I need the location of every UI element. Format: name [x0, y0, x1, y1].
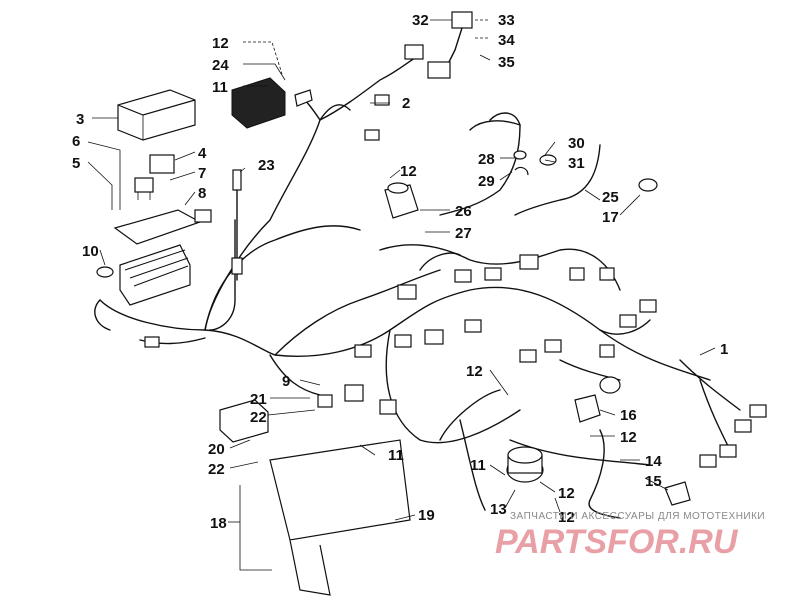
ring-clip: [638, 178, 658, 192]
main-harness: [94, 54, 741, 519]
leader-lines: [87, 19, 716, 571]
callout-32: 31: [568, 155, 585, 172]
callout-29: 28: [478, 151, 495, 168]
callout-22-b: 22: [208, 461, 225, 478]
callout-6: 6: [72, 133, 80, 150]
callout-13: 12: [558, 485, 575, 502]
starter-solenoid: [506, 446, 544, 483]
relay-mini: [134, 177, 154, 200]
callout-18: 17: [602, 209, 619, 226]
watermark: ЗАПЧАСТИ И АКСЕССУАРЫ ДЛЯ МОТОТЕХНИКИ PA…: [495, 511, 765, 561]
callout-36: 35: [498, 54, 515, 71]
callout-22-a: 21: [250, 391, 267, 408]
relay-pack: [219, 399, 269, 443]
callout-34: 33: [498, 12, 515, 29]
callout-33: 32: [412, 12, 429, 29]
fuse-strip: [113, 209, 202, 245]
callout-8: 8: [198, 185, 206, 202]
harness-connectors: [144, 94, 767, 468]
fuse-block: [119, 244, 191, 306]
callout-10: 10: [82, 243, 99, 260]
callout-20: 19: [418, 507, 435, 524]
callout-4: 4: [198, 145, 207, 162]
grommet: [513, 150, 557, 176]
ignition-coil: [384, 182, 419, 219]
callout-26: 25: [602, 189, 619, 206]
callout-30: 29: [478, 173, 495, 190]
sensor-probe: [231, 169, 243, 281]
callout-24: 23: [258, 157, 275, 174]
callout-12-d: 12: [620, 429, 637, 446]
callout-11-c: 11: [470, 457, 486, 474]
callout-3: 3: [76, 111, 84, 128]
callout-35: 34: [498, 32, 515, 49]
watermark-caption: ЗАПЧАСТИ И АКСЕССУАРЫ ДЛЯ МОТОТЕХНИКИ: [510, 511, 765, 522]
relay-small: [149, 154, 175, 174]
callout-11-a: 11: [212, 79, 228, 96]
callout-9: 9: [282, 373, 290, 390]
ground-boot: [664, 481, 691, 506]
callout-2: 2: [402, 95, 410, 112]
callout-14: 13: [490, 501, 507, 518]
callout-21: 20: [208, 441, 225, 458]
callout-1: 1: [720, 341, 728, 358]
callout-12-e: 12: [558, 509, 575, 526]
watermark-logo: PARTSFOR.RU: [495, 523, 739, 561]
callout-16: 15: [645, 473, 662, 490]
voltage-regulator: [231, 77, 313, 129]
callout-7: 7: [198, 165, 206, 182]
mounting-plate: [269, 439, 411, 596]
clamp-ring: [96, 266, 114, 278]
callout-25: 24: [212, 57, 229, 74]
callout-12-a: 12: [212, 35, 229, 52]
callout-15: 14: [645, 453, 662, 470]
callout-11-b: 11: [388, 447, 404, 464]
callout-labels: 1 2 3 4 5 6 7 8 9 10 11 11 11 12 12 12 1…: [72, 12, 728, 532]
terminal-boot: [574, 394, 601, 423]
callout-5: 5: [72, 155, 80, 172]
callout-17: 16: [620, 407, 637, 424]
callout-12-c: 12: [466, 363, 483, 380]
callout-23: 22: [250, 409, 267, 426]
cap: [599, 376, 621, 394]
callout-28: 27: [455, 225, 472, 242]
callout-27: 26: [455, 203, 472, 220]
callout-12-b: 12: [400, 163, 417, 180]
fuse-box-cover: [117, 89, 196, 141]
callout-31: 30: [568, 135, 585, 152]
callout-19: 18: [210, 515, 227, 532]
